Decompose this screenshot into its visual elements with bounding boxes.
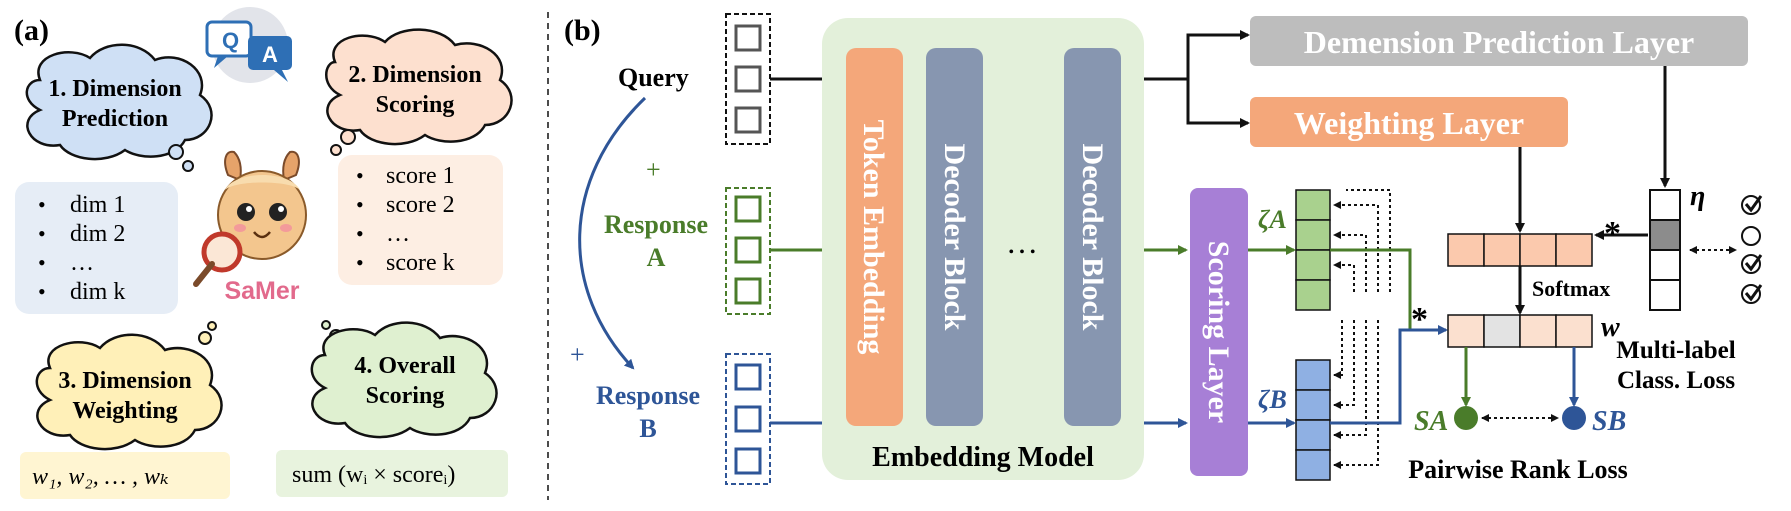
eta-vector (1649, 189, 1681, 311)
step1-line2: Prediction (62, 106, 168, 132)
decoder-block-1-label: Decoder Block (938, 144, 971, 331)
svg-text:•: • (38, 279, 46, 304)
concat-curved-arrow (578, 96, 647, 370)
response-b-token-stack (725, 353, 771, 485)
weighting-row-vector (1447, 233, 1593, 267)
cloud-dimension-scoring: 2. Dimension Scoring (325, 28, 513, 156)
dim-item-2: dim 2 (70, 221, 125, 247)
step1-line1: 1. Dimension (48, 76, 181, 102)
decoder-block-2 (1064, 48, 1121, 426)
star-eta: * (1604, 215, 1621, 252)
samer-llama-mascot: SaMer (193, 150, 307, 305)
check-icon (1741, 254, 1761, 274)
check-icon (1741, 195, 1761, 215)
svg-text:•: • (356, 221, 364, 246)
qa-chat-icon: Q A (205, 7, 292, 83)
query-label: Query (618, 63, 689, 92)
decoder-ellipsis: … (1006, 224, 1038, 260)
score-b-node (1562, 406, 1586, 430)
svg-text:•: • (38, 221, 46, 246)
step4-line2: Scoring (366, 383, 445, 409)
plus-2: + (570, 340, 585, 369)
scoring-layer-label: Scoring Layer (1202, 241, 1235, 423)
response-a-line2: A (647, 243, 666, 272)
dotted-feedback-arrows (1333, 189, 1391, 469)
dim-item-1: dim 1 (70, 192, 125, 218)
eta-label: η (1690, 181, 1705, 212)
star-w: * (1411, 301, 1428, 338)
zeta-a-label: ζA (1258, 205, 1287, 234)
step3-line2: Weighting (72, 398, 177, 424)
s-b-label: SB (1592, 406, 1626, 437)
cloud-dimension-weighting: 3. Dimension Weighting (35, 321, 223, 451)
response-a-token-stack (725, 187, 771, 315)
response-b-line2: B (639, 414, 656, 443)
step2-line2: Scoring (376, 92, 455, 118)
scoring-layer: Scoring Layer (1190, 188, 1248, 476)
cloud-dimension-prediction: 1. Dimension Prediction (25, 43, 213, 172)
token-embedding-block (846, 48, 903, 426)
panel-b-label: (b) (564, 14, 601, 47)
qa-q-letter: Q (222, 28, 239, 53)
dims-list: • dim 1 • dim 2 • … • dim k (15, 182, 178, 314)
decoder-block-1 (926, 48, 983, 426)
embedding-model: Token Embedding Decoder Block … Decoder … (822, 18, 1144, 480)
svg-text:•: • (38, 192, 46, 217)
token-embedding-label: Token Embedding (857, 120, 890, 355)
svg-text:•: • (356, 163, 364, 188)
query-token-stack (725, 13, 771, 145)
samer-name: SaMer (224, 277, 299, 305)
response-a-line1: Response (604, 210, 708, 239)
zeta-b-vector (1295, 359, 1331, 481)
embedding-model-label: Embedding Model (872, 442, 1094, 473)
score-item-k: score k (386, 250, 455, 276)
weighting-layer: Weighting Layer (1250, 97, 1568, 147)
empty-circle-icon (1741, 226, 1761, 246)
response-b-line1: Response (596, 381, 700, 410)
score-item-ellipsis: … (386, 221, 410, 247)
w-label: w (1601, 312, 1620, 343)
step3-line1: 3. Dimension (58, 368, 191, 394)
qa-a-letter: A (262, 42, 278, 67)
overall-formula-box: sum (wᵢ × scoreᵢ) (276, 450, 508, 497)
cloud-overall-scoring: 4. Overall Scoring (310, 320, 498, 439)
weights-box: w₁, w₂, … , wₖ (20, 452, 230, 499)
panel-a-label: (a) (14, 14, 49, 47)
weights-formula: w₁, w₂, … , wₖ (32, 464, 169, 490)
zeta-b-label: ζB (1258, 385, 1287, 414)
multi-label-targets (1741, 195, 1763, 304)
plus-1: + (646, 155, 661, 184)
dimension-prediction-layer: Demension Prediction Layer (1250, 16, 1748, 66)
softmax-label: Softmax (1532, 276, 1610, 301)
s-a-label: SA (1414, 406, 1448, 437)
svg-text:•: • (356, 192, 364, 217)
score-item-2: score 2 (386, 192, 455, 218)
weighting-layer-label: Weighting Layer (1294, 105, 1524, 141)
check-icon (1741, 284, 1761, 304)
multilabel-loss-line2: Class. Loss (1617, 367, 1735, 394)
step2-line1: 2. Dimension (348, 62, 481, 88)
score-a-node (1454, 406, 1478, 430)
score-item-1: score 1 (386, 163, 455, 189)
dim-pred-layer-label: Demension Prediction Layer (1304, 24, 1694, 60)
svg-text:•: • (38, 250, 46, 275)
zeta-a-vector (1295, 189, 1331, 311)
multilabel-loss-line1: Multi-label (1616, 337, 1735, 364)
dim-item-ellipsis: … (70, 250, 94, 276)
step4-line1: 4. Overall (354, 353, 456, 379)
decoder-block-2-label: Decoder Block (1076, 144, 1109, 331)
pairwise-rank-loss-label: Pairwise Rank Loss (1408, 455, 1628, 484)
svg-text:•: • (356, 250, 364, 275)
w-vector (1447, 314, 1593, 348)
overall-formula: sum (wᵢ × scoreᵢ) (292, 462, 455, 488)
dim-item-k: dim k (70, 279, 125, 305)
scores-list: • score 1 • score 2 • … • score k (338, 155, 503, 285)
